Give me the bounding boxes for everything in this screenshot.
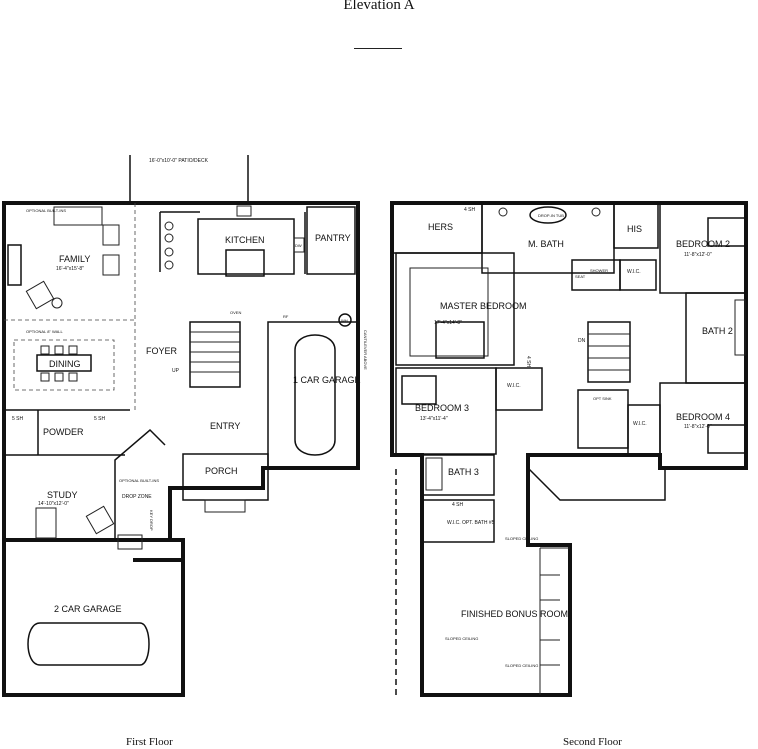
page-title: Elevation A — [343, 0, 415, 13]
porch-label: PORCH — [205, 466, 238, 476]
garage-2-label: 2 CAR GARAGE — [54, 604, 122, 614]
optional-builtins-family: OPTIONAL BUILT-INS — [26, 208, 66, 213]
wic-opt-bath — [421, 499, 495, 543]
shelf-top: 4 SH — [464, 207, 476, 213]
bath-3-wall — [421, 454, 495, 496]
bedroom-3-wall — [395, 367, 497, 455]
drop-zone-builtins: OPTIONAL BUILT-INS — [119, 478, 159, 483]
garage-1-label: 1 CAR GARAGE — [293, 375, 361, 385]
drop-in-tub-label: DROP-IN TUB — [538, 213, 564, 218]
his-closet — [613, 202, 659, 249]
study-dim: 14'-10"x12'-0" — [38, 501, 69, 507]
kitchen-cabinets — [159, 211, 306, 274]
family-dim: 16'-4"x15'-8" — [56, 266, 84, 272]
second-floor-plan: HERS 4 SH DROP-IN TUB M. BATH HIS SEAT S… — [390, 201, 748, 697]
master-bed — [435, 321, 485, 359]
bedroom-2-label: BEDROOM 2 — [676, 239, 730, 249]
drop-in-tub — [529, 206, 567, 224]
car-2 — [27, 622, 150, 666]
cantilever-label: CANTILEVER ABOVE — [363, 330, 368, 370]
sloped-ceiling-3: SLOPED CEILING — [505, 663, 538, 668]
master-bedroom-wall — [395, 252, 515, 366]
dw-label: DW — [295, 243, 302, 248]
sloped-ceiling-1: SLOPED CEILING — [505, 536, 538, 541]
car-1 — [294, 334, 336, 456]
roofline — [527, 467, 666, 501]
water-heater — [338, 313, 352, 327]
bedroom-4-label: BEDROOM 4 — [676, 412, 730, 422]
shelf-1: 5 SH — [12, 416, 24, 422]
second-floor-caption: Second Floor — [563, 736, 622, 748]
opt-sink-label: OPT SINK — [593, 396, 612, 401]
key-drop-label: KEY DROP — [149, 510, 154, 531]
pantry-label: PANTRY — [315, 233, 351, 243]
fireplace — [7, 244, 22, 286]
shelf-low: 4 SH — [452, 502, 464, 508]
bedroom-2-bed — [707, 217, 747, 247]
bonus-label: FINISHED BONUS ROOM — [461, 609, 568, 619]
patio-label: 16'-0"x10'-0" PATIO/DECK — [149, 158, 209, 164]
ref-label: RF — [283, 314, 289, 319]
optional-wall-label: OPTIONAL 8" WALL — [26, 329, 63, 334]
dining-label: DINING — [49, 359, 81, 369]
sloped-ceiling-2: SLOPED CEILING — [445, 636, 478, 641]
first-floor-plan: 16'-0"x10'-0" PATIO/DECK KITCHEN PANTRY … — [2, 155, 368, 697]
kitchen-label: KITCHEN — [225, 235, 265, 245]
wh-label: WH — [341, 318, 348, 323]
second-floor-stairs — [587, 321, 631, 383]
hers-label: HERS — [428, 222, 453, 232]
family-label: FAMILY — [59, 254, 90, 264]
master-dim: 17'-4"x14'-8" — [434, 320, 462, 326]
family-sofa — [53, 206, 103, 226]
kitchen-island — [225, 249, 265, 277]
dining-table — [36, 354, 92, 372]
garage-1-wall — [267, 321, 359, 469]
shelf-2: 5 SH — [94, 416, 106, 422]
first-floor-caption: First Floor — [126, 736, 173, 748]
seat-label: SEAT — [575, 274, 586, 279]
wic-1-label: W.I.C. — [627, 269, 641, 275]
entry-label: ENTRY — [210, 421, 240, 431]
drop-zone-walls — [114, 428, 166, 540]
drop-zone-label: DROP ZONE — [122, 494, 152, 500]
bedroom-3-label: BEDROOM 3 — [415, 403, 469, 413]
powder-walls — [4, 409, 130, 456]
wic-3 — [627, 404, 661, 456]
wic-2-label: W.I.C. — [507, 383, 521, 389]
second-floor-exterior-wall — [390, 201, 748, 697]
bath-2-label: BATH 2 — [702, 326, 733, 336]
kitchen-counter — [197, 218, 295, 275]
shower-label: SHOWER — [590, 268, 608, 273]
bath-2-wall — [685, 292, 747, 384]
pantry-wall — [306, 206, 356, 275]
powder-label: POWDER — [43, 427, 84, 437]
study-label: STUDY — [47, 490, 78, 500]
mbath-label: M. BATH — [528, 239, 564, 249]
his-label: HIS — [627, 224, 642, 234]
up-label: UP — [172, 368, 180, 374]
bedroom-2-dim: 11'-8"x12'-0" — [684, 252, 712, 258]
title-divider — [354, 48, 402, 49]
wic-opt-bath-label: W.I.C. OPT. BATH #5 — [447, 520, 495, 526]
master-label: MASTER BEDROOM — [440, 301, 527, 311]
bedroom-4-bed — [707, 424, 747, 454]
foyer-label: FOYER — [146, 346, 178, 356]
bedroom-4-dim: 11'-8"x12'-0" — [684, 424, 712, 430]
bedroom-3-bed — [401, 375, 437, 405]
bedroom-3-dim: 13'-4"x11'-4" — [420, 416, 448, 422]
porch-wall — [182, 453, 269, 501]
bath-3-label: BATH 3 — [448, 467, 479, 477]
oven-label: OVEN — [230, 310, 241, 315]
garage-2-exterior-wall — [2, 538, 185, 697]
wic-1 — [619, 259, 657, 291]
wic-2 — [495, 367, 543, 411]
wic-3-label: W.I.C. — [633, 421, 647, 427]
first-floor-stairs — [189, 321, 241, 388]
shelf-mid: 4 SH — [525, 356, 531, 368]
dn-label: DN — [578, 338, 586, 344]
